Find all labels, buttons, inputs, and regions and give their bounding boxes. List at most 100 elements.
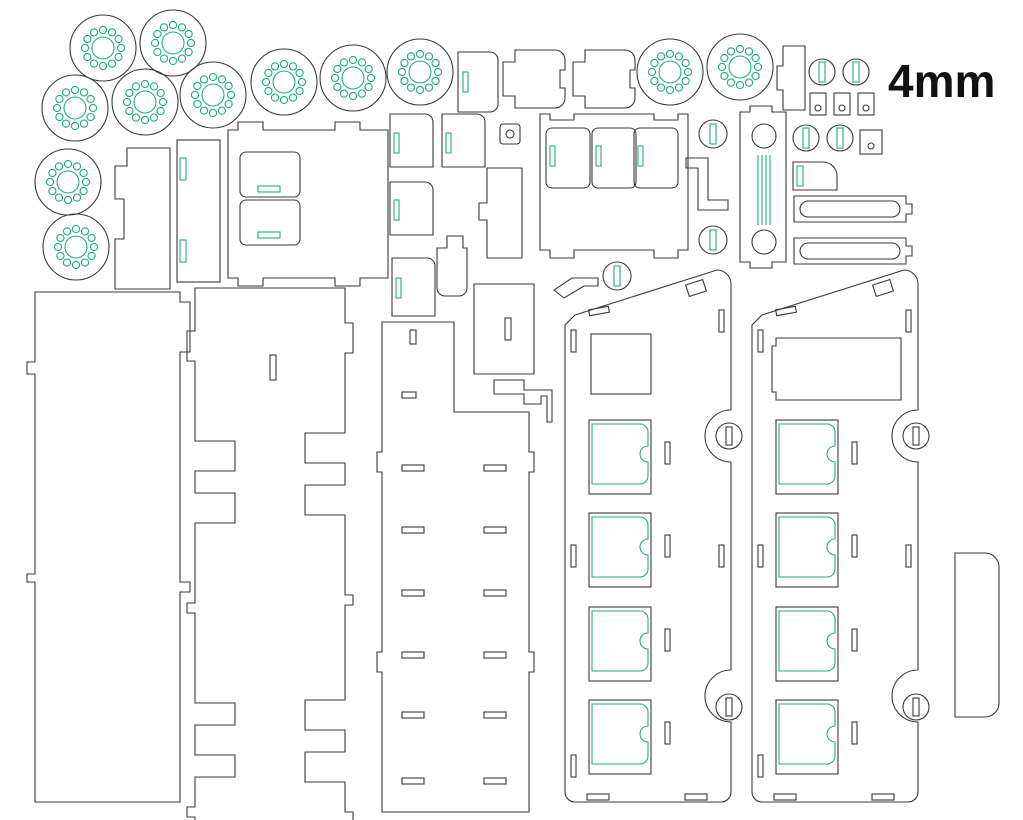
slot [718,544,725,568]
connector-etch [591,610,649,672]
washer-hole-etch [681,76,690,86]
washer-hole-etch [339,58,349,67]
washer-hole-etch [168,20,178,30]
washer-hole-etch [357,89,367,98]
washer-hole-etch [288,93,298,102]
slot [851,628,858,652]
slot [905,309,912,333]
washer [34,148,102,216]
rack-panel [751,269,930,803]
small-clip [857,92,875,116]
pivot-disc [715,422,743,450]
washer-hole-etch [431,76,440,86]
pivot-disc [902,422,930,450]
washer-hole-etch [193,81,202,91]
washer-hole-etch [400,58,409,68]
slot [401,651,425,659]
slot [483,589,507,597]
washer-hole-etch [424,83,434,92]
connector-etch [778,610,836,672]
slot [851,721,858,745]
latch-slot [799,200,901,218]
washer-hole-etch [366,73,376,83]
washer-hole-etch [364,82,373,92]
washer-hole-etch [54,162,64,171]
slot [773,793,797,801]
slot [409,329,417,345]
washer-hole-etch [726,47,736,56]
washer-hole-etch [674,52,684,61]
small-disc [602,261,632,291]
washer-hole-etch [415,49,425,59]
module-cutout [588,512,652,588]
etch-slot [836,127,844,149]
handle-piece [954,552,1000,718]
washer-hole-etch [208,108,218,118]
washer-hole-etch [177,54,187,63]
washer-center-etch [728,55,752,79]
washer-hole-etch [650,58,659,68]
cell-cutout [239,151,301,198]
washer-hole-etch [288,62,298,71]
washer-hole-etch [89,242,99,252]
slot [757,329,764,353]
washer-hole-etch [415,85,425,95]
washer-hole-etch [735,44,745,54]
washer-hole-etch [62,227,72,236]
washer-hole-etch [89,28,99,37]
washer-hole-etch [71,224,81,234]
washer-hole-etch [665,49,675,59]
slot [570,544,577,568]
slot [912,697,920,717]
washer-hole-etch [131,113,141,122]
slot [851,441,858,465]
clip-part [572,49,636,109]
washer-hole-etch [116,43,126,53]
ribbed-strip [739,105,787,269]
plate-outline [539,113,689,259]
washer [319,44,387,112]
slot [725,426,733,446]
etch-slot [549,145,556,167]
slot [851,534,858,558]
clip-hole [838,104,846,112]
module-cutout [775,606,839,682]
washer-hole-etch [406,52,416,61]
washer-outline [41,74,109,142]
cell-cutout [239,199,301,246]
washer-hole-etch [79,186,88,196]
module-cutout [775,512,839,588]
washer [42,213,110,281]
washer-center-etch [133,90,157,114]
tab-piece [391,257,436,317]
washer-hole-etch [71,260,81,270]
long-slotted-panel [186,287,354,820]
slot [483,711,507,719]
round-spacer-washers [34,9,774,281]
hook-piece [493,379,553,423]
washer [706,33,774,101]
washer-hole-etch [114,52,123,62]
slot [684,793,708,801]
washer-hole-etch [86,94,95,104]
clip-hole [862,104,870,112]
washer-hole-etch [199,75,209,84]
washer-hole-etch [140,79,150,89]
washer [139,9,207,77]
washer-center-etch [161,31,185,55]
washer-outline [111,68,179,136]
washer-hole-etch [348,55,358,65]
switch-cutout [633,127,679,189]
washer-hole-etch [107,28,117,37]
washer-hole-etch [153,29,162,39]
connector-etch [591,703,649,765]
washer-hole-etch [717,62,727,72]
washer-hole-etch [55,112,64,122]
etch-slot [709,229,717,251]
washer-hole-etch [433,67,443,77]
slot [401,464,425,472]
slot [725,697,733,717]
washer-hole-etch [295,86,304,96]
washer-hole-etch [744,78,754,87]
